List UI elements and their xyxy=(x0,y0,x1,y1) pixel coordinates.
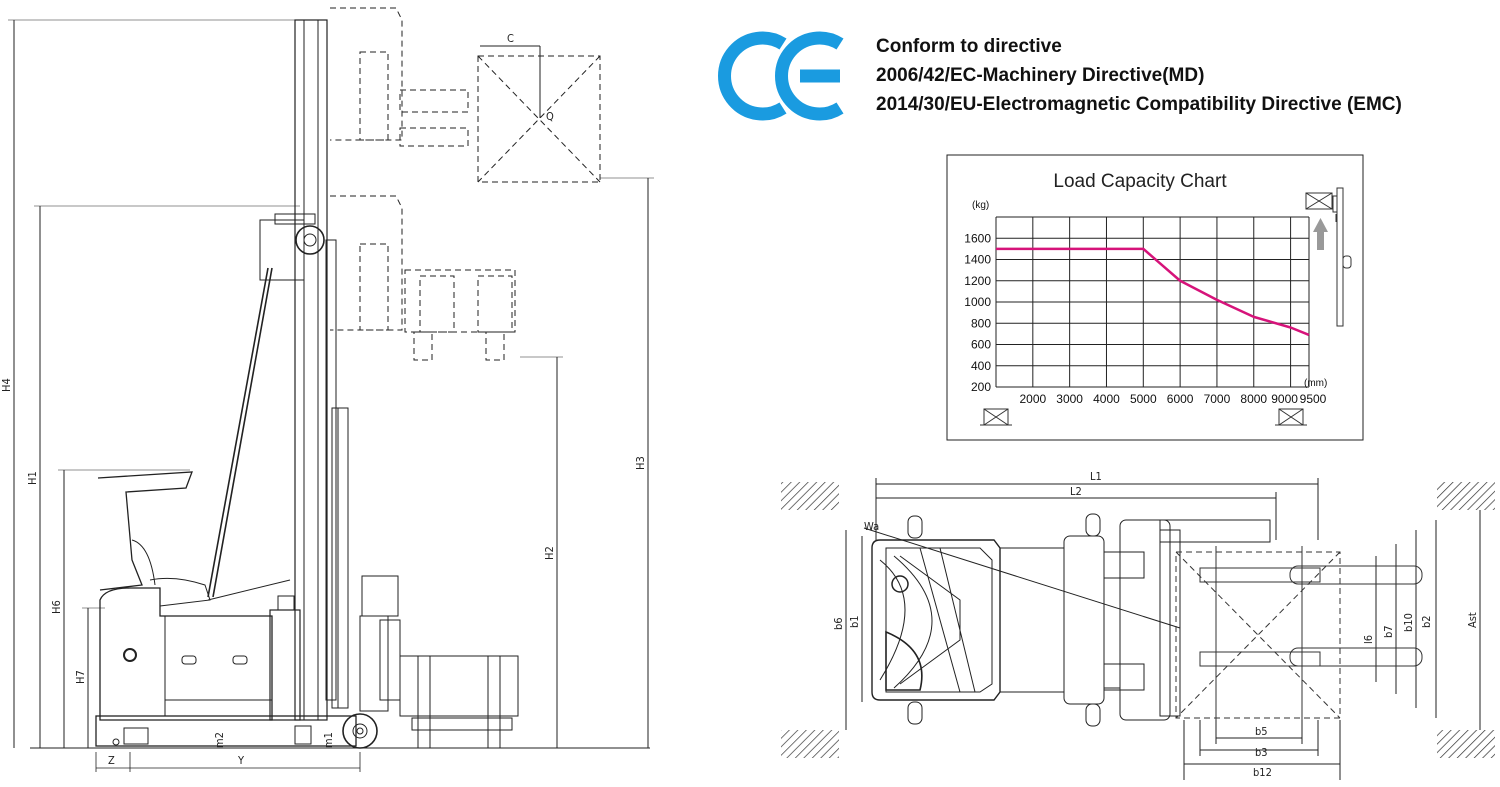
label-c: C xyxy=(507,32,514,45)
y-tick-label: 400 xyxy=(971,359,991,373)
chart-forklift-icon xyxy=(1305,187,1352,327)
chart-grid xyxy=(995,216,1310,388)
label-h1: H1 xyxy=(26,471,39,485)
side-view-drawing xyxy=(8,19,654,749)
label-ast: Ast xyxy=(1466,612,1479,628)
x-tick-label: 8000 xyxy=(1240,392,1267,406)
top-view-drawing xyxy=(845,478,1481,780)
side-view-bottom-dims xyxy=(95,752,361,772)
label-y: Y xyxy=(237,754,245,767)
ce-mark-logo xyxy=(718,31,844,121)
chart-frame xyxy=(946,154,1364,441)
label-b7: b7 xyxy=(1382,625,1395,638)
label-b6: b6 xyxy=(832,617,845,630)
label-wa: Wa xyxy=(864,520,879,533)
y-tick-label: 1400 xyxy=(964,253,991,267)
x-axis-unit: (mm) xyxy=(1304,378,1327,389)
y-tick-label: 1200 xyxy=(964,274,991,288)
y-tick-label: 1600 xyxy=(964,231,991,245)
directive-line-1: Conform to directive xyxy=(876,36,1062,57)
label-b10: b10 xyxy=(1402,613,1415,632)
y-tick-label: 800 xyxy=(971,316,991,330)
label-q: Q xyxy=(546,110,554,123)
chart-series xyxy=(996,247,1310,337)
x-tick-label: 9500 xyxy=(1300,392,1327,406)
chart-up-arrow-icon xyxy=(1313,218,1328,250)
label-l6: l6 xyxy=(1362,635,1375,644)
side-view-raised-load xyxy=(330,7,601,361)
label-h6: H6 xyxy=(50,600,63,614)
top-view-load xyxy=(1175,546,1423,720)
chart-y-ticks: 200 400 600 800 1000 1200 1400 1600 xyxy=(964,231,991,394)
label-l2: L2 xyxy=(1070,485,1082,498)
label-h4: H4 xyxy=(0,378,13,392)
x-tick-label: 3000 xyxy=(1056,392,1083,406)
directive-text: Conform to directive 2006/42/EC-Machiner… xyxy=(876,32,1402,119)
top-view-dimension-labels: L1 L2 Wa b6 b1 l6 b7 b10 b2 Ast b5 b3 b1… xyxy=(832,470,1479,779)
label-m1: m1 xyxy=(322,732,335,748)
directive-line-3: 2014/30/EU-Electromagnetic Compatibility… xyxy=(876,94,1402,115)
chart-pallet-icon-right xyxy=(1275,408,1307,426)
load-capacity-line xyxy=(996,247,1310,337)
x-tick-label: 2000 xyxy=(1019,392,1046,406)
chart-title: Load Capacity Chart xyxy=(1053,171,1227,192)
label-h2: H2 xyxy=(543,546,556,560)
y-tick-label: 200 xyxy=(971,380,991,394)
y-tick-label: 600 xyxy=(971,338,991,352)
label-l1: L1 xyxy=(1090,470,1102,483)
label-h3: H3 xyxy=(634,456,647,470)
x-tick-label: 6000 xyxy=(1167,392,1194,406)
directive-line-2: 2006/42/EC-Machinery Directive(MD) xyxy=(876,65,1205,86)
x-tick-label: 7000 xyxy=(1204,392,1231,406)
x-tick-label: 5000 xyxy=(1130,392,1157,406)
label-m2: m2 xyxy=(213,732,226,748)
chart-pallet-icon-left xyxy=(980,408,1012,426)
label-b5: b5 xyxy=(1255,725,1268,738)
x-tick-label: 9000 xyxy=(1271,392,1298,406)
label-z: Z xyxy=(108,754,115,767)
top-view-walls xyxy=(781,482,1495,758)
x-tick-label: 4000 xyxy=(1093,392,1120,406)
label-b12: b12 xyxy=(1253,766,1272,779)
side-view-dimension-labels: H4 H1 H6 H7 H3 H2 C Q Z Y m2 m1 xyxy=(0,32,647,767)
label-b3: b3 xyxy=(1255,746,1268,759)
y-axis-unit: (kg) xyxy=(972,200,989,211)
y-tick-label: 1000 xyxy=(964,295,991,309)
label-b1: b1 xyxy=(848,615,861,628)
label-b2: b2 xyxy=(1420,615,1433,628)
label-h7: H7 xyxy=(74,670,87,684)
